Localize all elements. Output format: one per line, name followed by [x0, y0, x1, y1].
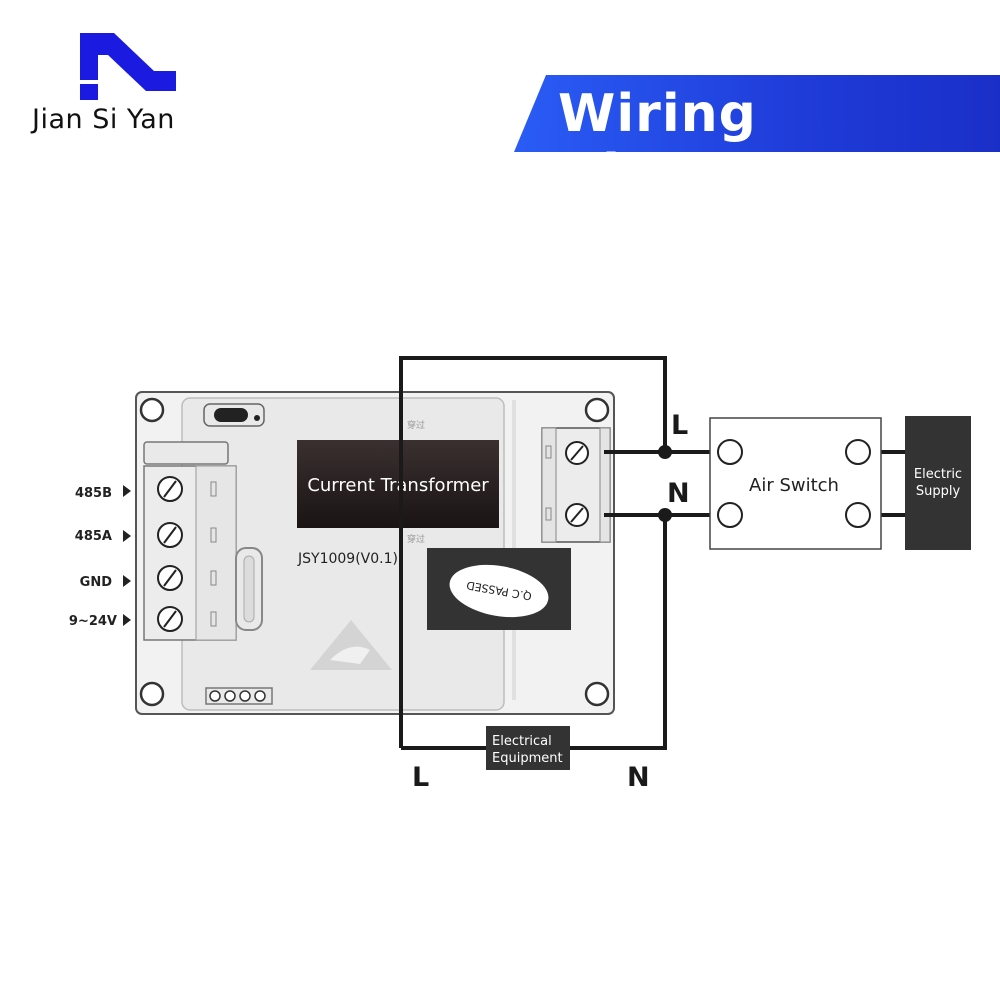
pin-header	[205, 687, 273, 705]
mount-holes	[139, 397, 610, 707]
junction-dots	[658, 445, 672, 522]
terminal-label-gnd: GND	[80, 575, 113, 590]
arrow-icon	[123, 530, 131, 542]
electric-supply	[905, 416, 971, 550]
neutral-in-label: N	[667, 478, 690, 509]
air-switch	[709, 417, 882, 550]
switch-terminal	[717, 439, 743, 465]
junction-dot	[658, 508, 672, 522]
brand-name: Jian Si Yan	[32, 104, 175, 135]
mount-hole	[584, 397, 610, 423]
neutral-out-label: N	[627, 762, 650, 793]
qc-stamp	[449, 564, 549, 618]
electrical-equipment	[486, 726, 570, 770]
equipment-label-1: Electrical	[492, 734, 552, 749]
supply-label-1: Electric	[914, 467, 962, 482]
current-transformer	[297, 440, 499, 528]
terminal-label-485b: 485B	[75, 486, 112, 501]
esd-warning-icon	[310, 620, 392, 670]
line-in-label: L	[671, 410, 688, 441]
arrow-icon	[123, 485, 131, 497]
terminal-arrows	[123, 485, 131, 626]
arrow-icon	[123, 575, 131, 587]
equipment-label-2: Equipment	[492, 751, 563, 766]
terminal-label-power: 9~24V	[69, 614, 117, 629]
arrow-icon	[123, 614, 131, 626]
supply-label-2: Supply	[916, 484, 961, 499]
brand-logo	[80, 33, 176, 100]
switch-terminal	[845, 502, 871, 528]
air-switch-label: Air Switch	[749, 475, 839, 496]
logo-mark-square	[80, 84, 98, 100]
line-out-label: L	[412, 762, 429, 793]
terminal-header	[143, 441, 229, 465]
ct-small-text: 穿过	[407, 419, 425, 431]
mount-hole	[584, 681, 610, 707]
switch-terminal	[717, 502, 743, 528]
current-transformer-label: Current Transformer	[307, 475, 489, 496]
page-title: Wiring Diagram	[558, 84, 814, 204]
model-label: JSY1009(V0.1)	[297, 551, 398, 567]
mount-hole	[139, 397, 165, 423]
logo-mark	[80, 33, 176, 91]
led-indicator	[214, 408, 248, 422]
switch-terminal	[845, 439, 871, 465]
junction-dot	[658, 445, 672, 459]
mount-hole	[139, 681, 165, 707]
led-dot	[254, 415, 260, 421]
terminal-label-485a: 485A	[75, 529, 112, 544]
ct-small-text-bottom: 穿过	[407, 533, 425, 545]
line-wire	[399, 356, 667, 748]
